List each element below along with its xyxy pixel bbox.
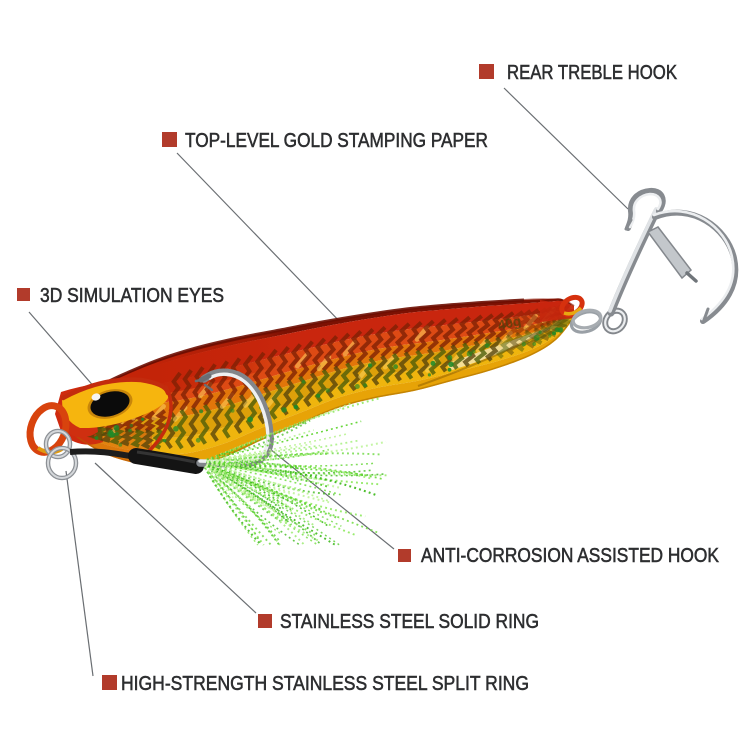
svg-text:ANTI-CORROSION ASSISTED HOOK: ANTI-CORROSION ASSISTED HOOK	[421, 545, 720, 567]
svg-text:HIGH-STRENGTH STAINLESS STEEL: HIGH-STRENGTH STAINLESS STEEL SPLIT RING	[121, 673, 529, 695]
svg-text:TOP-LEVEL GOLD STAMPING PAPER: TOP-LEVEL GOLD STAMPING PAPER	[185, 130, 488, 152]
svg-text:3D SIMULATION EYES: 3D SIMULATION EYES	[40, 285, 224, 307]
svg-text:REAR TREBLE HOOK: REAR TREBLE HOOK	[507, 62, 678, 84]
svg-text:40g: 40g	[497, 313, 523, 333]
svg-text:STAINLESS STEEL SOLID RING: STAINLESS STEEL SOLID RING	[280, 611, 539, 633]
